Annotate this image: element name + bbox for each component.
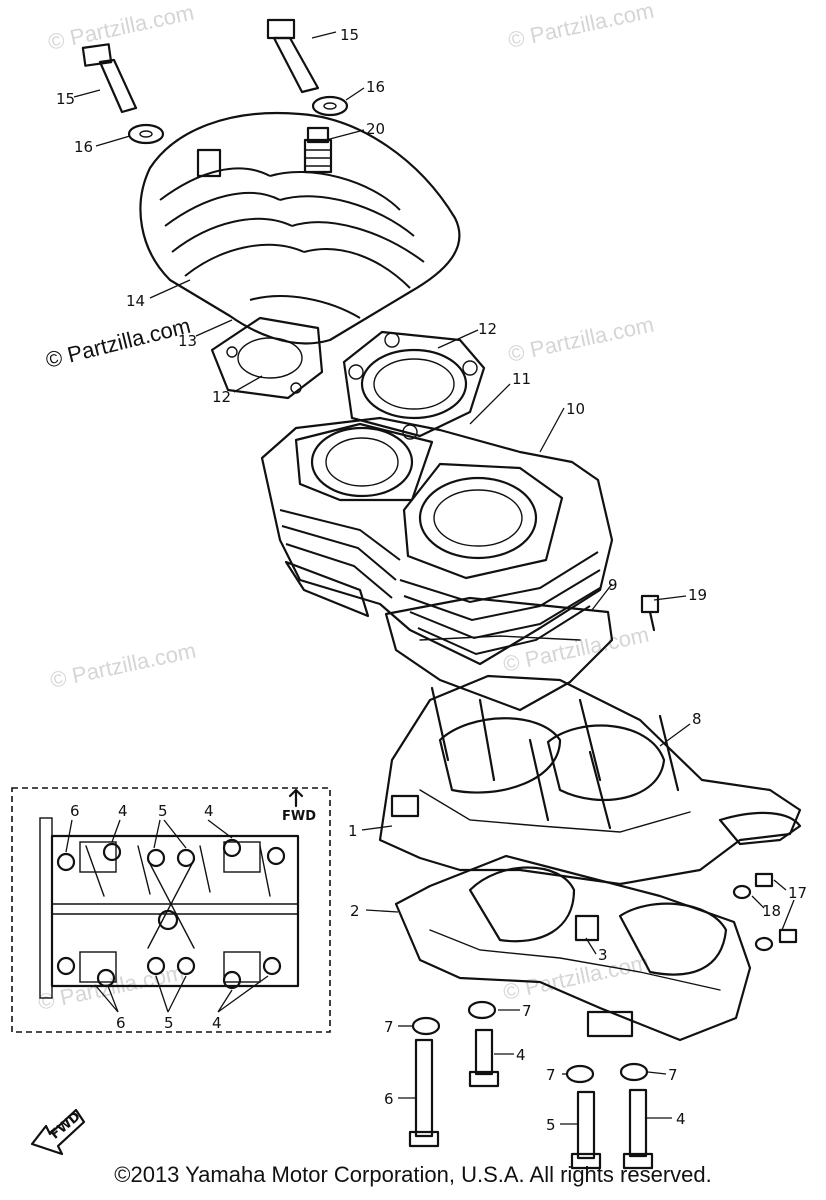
spark-plug bbox=[306, 126, 330, 144]
lower-crankcase bbox=[394, 854, 752, 1042]
callout-8: 8 bbox=[692, 710, 702, 728]
callout-13: 13 bbox=[178, 332, 197, 350]
callout-19: 19 bbox=[688, 586, 707, 604]
watermark: © Partzilla.com bbox=[501, 622, 651, 677]
callout-18: 18 bbox=[762, 902, 781, 920]
head-bolt-left bbox=[81, 43, 138, 114]
callout-17: 17 bbox=[788, 884, 807, 902]
callout-7-a: 7 bbox=[384, 1018, 394, 1036]
callout-7-c: 7 bbox=[546, 1066, 556, 1084]
copyright-notice: ©2013 Yamaha Motor Corporation, U.S.A. A… bbox=[114, 1162, 712, 1187]
callout-14: 14 bbox=[126, 292, 145, 310]
inset-label-5-top: 5 bbox=[158, 802, 168, 820]
engine-mount bbox=[718, 811, 802, 846]
inset-label-4-bottom: 4 bbox=[212, 1014, 222, 1032]
watermark: © Partzilla.com bbox=[506, 0, 656, 53]
washer-18-lower bbox=[754, 936, 774, 952]
fwd-arrow bbox=[30, 1108, 86, 1156]
washer-18-upper bbox=[732, 884, 752, 900]
callout-9: 9 bbox=[608, 576, 618, 594]
callout-12-left: 12 bbox=[212, 388, 231, 406]
callout-11: 11 bbox=[512, 370, 531, 388]
cylinder-head bbox=[139, 112, 461, 345]
inset-label-5-bottom: 5 bbox=[164, 1014, 174, 1032]
callout-2: 2 bbox=[350, 902, 360, 920]
head-bolt-right bbox=[266, 18, 320, 94]
inset-fwd-label: FWD bbox=[282, 809, 316, 824]
callout-4-b: 4 bbox=[676, 1110, 686, 1128]
callout-1: 1 bbox=[348, 822, 358, 840]
callout-7-b: 7 bbox=[522, 1002, 532, 1020]
bolt-pattern-inset bbox=[11, 787, 331, 1033]
inset-label-4-top-right: 4 bbox=[204, 802, 214, 820]
inset-label-6-top: 6 bbox=[70, 802, 80, 820]
callout-3: 3 bbox=[598, 946, 608, 964]
exhaust-port bbox=[284, 560, 370, 618]
small-bolt-19 bbox=[640, 594, 660, 632]
head-gasket-left bbox=[210, 316, 324, 400]
watermark: © Partzilla.com bbox=[506, 312, 656, 367]
crankcase-bolt-4-right bbox=[622, 1088, 654, 1170]
washer-left-hole bbox=[139, 130, 153, 138]
spark-plug-boss-right bbox=[303, 138, 333, 174]
callout-10: 10 bbox=[566, 400, 585, 418]
base-gasket bbox=[384, 596, 614, 712]
callout-5: 5 bbox=[546, 1116, 556, 1134]
spark-plug-boss-left bbox=[196, 148, 222, 178]
cylinder-block bbox=[260, 416, 614, 666]
callout-12-right: 12 bbox=[478, 320, 497, 338]
callout-7-d: 7 bbox=[668, 1066, 678, 1084]
washer-left bbox=[127, 123, 165, 145]
crankcase-bolt-4-middle bbox=[468, 1028, 500, 1088]
callout-16-right: 16 bbox=[366, 78, 385, 96]
leader-lines bbox=[73, 31, 795, 1125]
callout-20: 20 bbox=[366, 120, 385, 138]
washer-right bbox=[311, 95, 349, 117]
watermark: © Partzilla.com bbox=[43, 313, 193, 373]
callout-6: 6 bbox=[384, 1090, 394, 1108]
watermark: © Partzilla.com bbox=[46, 0, 196, 55]
callout-16-left: 16 bbox=[74, 138, 93, 156]
crankcase-bolt-5 bbox=[570, 1090, 602, 1170]
lower-washers bbox=[411, 1000, 649, 1084]
callout-15-right: 15 bbox=[340, 26, 359, 44]
callout-15-left: 15 bbox=[56, 90, 75, 108]
crankcase-bolt-6 bbox=[408, 1038, 440, 1148]
watermark: © Partzilla.com bbox=[48, 638, 198, 693]
dowel-3 bbox=[574, 914, 600, 942]
callout-4-a: 4 bbox=[516, 1046, 526, 1064]
inset-label-6-bottom: 6 bbox=[116, 1014, 126, 1032]
upper-crankcase bbox=[378, 674, 802, 886]
bolt-17-lower bbox=[778, 928, 798, 944]
washer-right-hole bbox=[323, 102, 337, 110]
bolt-17-upper bbox=[754, 872, 774, 888]
head-gasket-right bbox=[342, 330, 486, 440]
inset-label-4-top-left: 4 bbox=[118, 802, 128, 820]
